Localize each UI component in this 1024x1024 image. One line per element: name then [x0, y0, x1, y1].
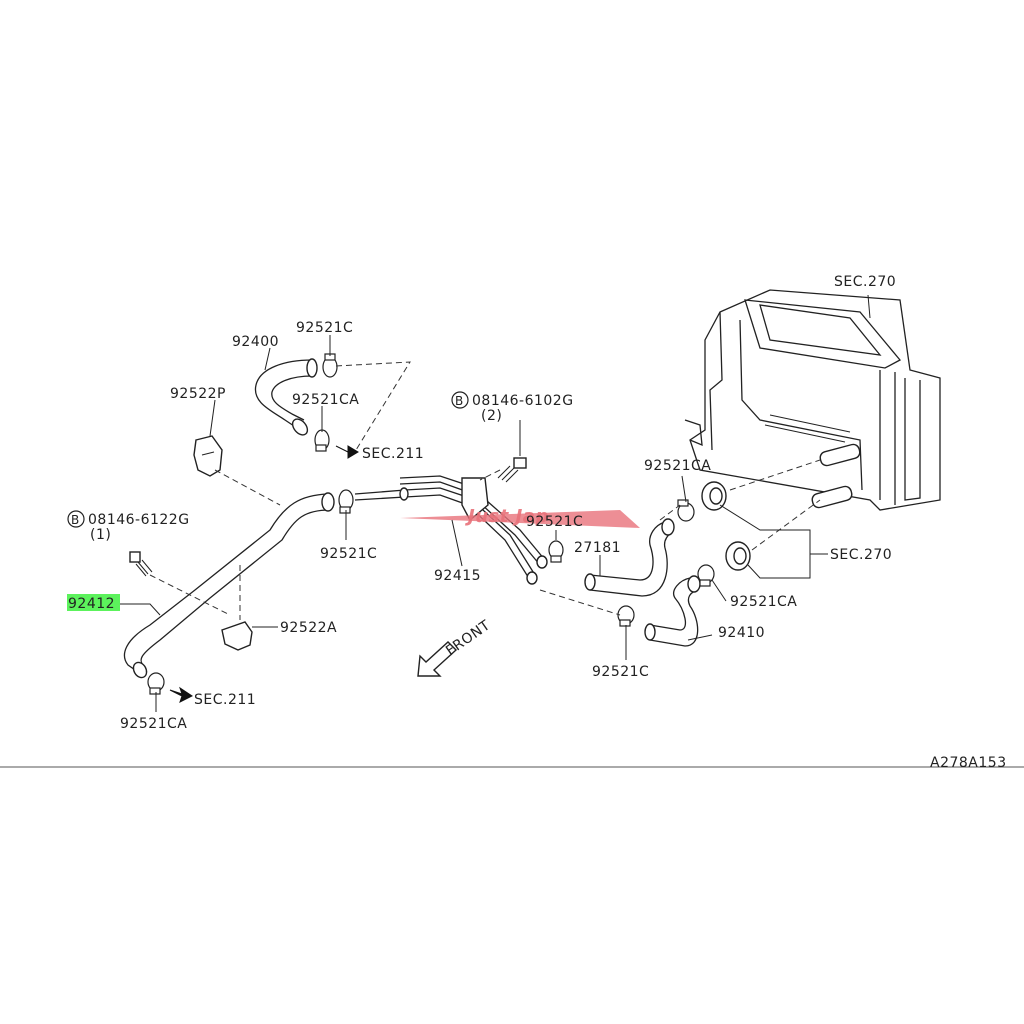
label-bolt-08146-6102g[interactable]: 08146-6102G: [472, 393, 574, 409]
part-labels: 92400 92521C 92522P 92521CA SEC.211 B 08…: [67, 274, 896, 732]
clamp-92521ca-right-bottom: [697, 564, 715, 587]
label-bolt-b2-qty: (2): [481, 408, 502, 424]
label-92521c-mid[interactable]: 92521C: [320, 546, 377, 562]
label-sec270-top[interactable]: SEC.270: [834, 274, 896, 290]
clamp-92521c-top: [322, 353, 338, 378]
grommet-top: [701, 481, 727, 511]
hose-27181: [584, 518, 675, 597]
label-92522p[interactable]: 92522P: [170, 386, 226, 402]
label-bolt-b1-qty: (1): [90, 527, 111, 543]
arrow-sec211-bottom: [169, 686, 193, 703]
label-92412[interactable]: 92412: [68, 596, 115, 612]
bracket-92522p: [193, 435, 223, 477]
grommet-bottom: [725, 541, 751, 571]
pipe-92415: [354, 475, 548, 585]
clamp-92521c-right: [548, 540, 564, 563]
bolt-08146-6122g: [129, 551, 153, 577]
b-marker-1: [67, 510, 85, 528]
bracket-92522a: [221, 621, 253, 651]
watermark-logo: Just Jap: [400, 506, 640, 528]
label-92400[interactable]: 92400: [232, 334, 279, 350]
label-92522a[interactable]: 92522A: [280, 620, 337, 636]
label-bolt-08146-6122g[interactable]: 08146-6122G: [88, 512, 190, 528]
label-92415[interactable]: 92415: [434, 568, 481, 584]
label-front: FRONT: [443, 617, 493, 659]
svg-text:Just Jap: Just Jap: [465, 506, 549, 527]
clamp-92521ca-right-top: [677, 499, 695, 522]
leader-lines: [120, 294, 871, 712]
label-92521ca-bottom[interactable]: 92521CA: [120, 716, 187, 732]
part-highlight: [67, 594, 120, 611]
hose-92412: [123, 492, 335, 679]
arrow-sec211-top: [335, 445, 359, 459]
clamp-92521c-mid: [338, 489, 354, 514]
clamp-92521c-bottom: [617, 605, 635, 627]
clamp-92521ca-top: [314, 429, 330, 452]
heater-unit: [684, 289, 941, 511]
label-92521c-bottom[interactable]: 92521C: [592, 664, 649, 680]
label-92410[interactable]: 92410: [718, 625, 765, 641]
label-27181[interactable]: 27181: [574, 540, 621, 556]
label-92521c-top[interactable]: 92521C: [296, 320, 353, 336]
hose-92410: [644, 575, 701, 647]
label-92521ca-right-bottom[interactable]: 92521CA: [730, 594, 797, 610]
label-sec211-top[interactable]: SEC.211: [362, 446, 424, 462]
label-b-marker-2: B: [455, 394, 464, 408]
b-marker-2: [451, 391, 469, 409]
hose-92400: [254, 358, 318, 436]
label-sec211-bottom[interactable]: SEC.211: [194, 692, 256, 708]
label-92521c-right[interactable]: 92521C: [526, 514, 583, 530]
bolt-08146-6102g: [497, 420, 527, 483]
front-arrow: [417, 641, 458, 677]
label-sec270-mid[interactable]: SEC.270: [830, 547, 892, 563]
figure-code: A278A153: [930, 755, 1007, 771]
label-92521ca-top[interactable]: 92521CA: [292, 392, 359, 408]
clamp-92521ca-bottom: [147, 672, 165, 695]
label-b-marker-1: B: [71, 513, 80, 527]
label-92521ca-right-top[interactable]: 92521CA: [644, 458, 711, 474]
